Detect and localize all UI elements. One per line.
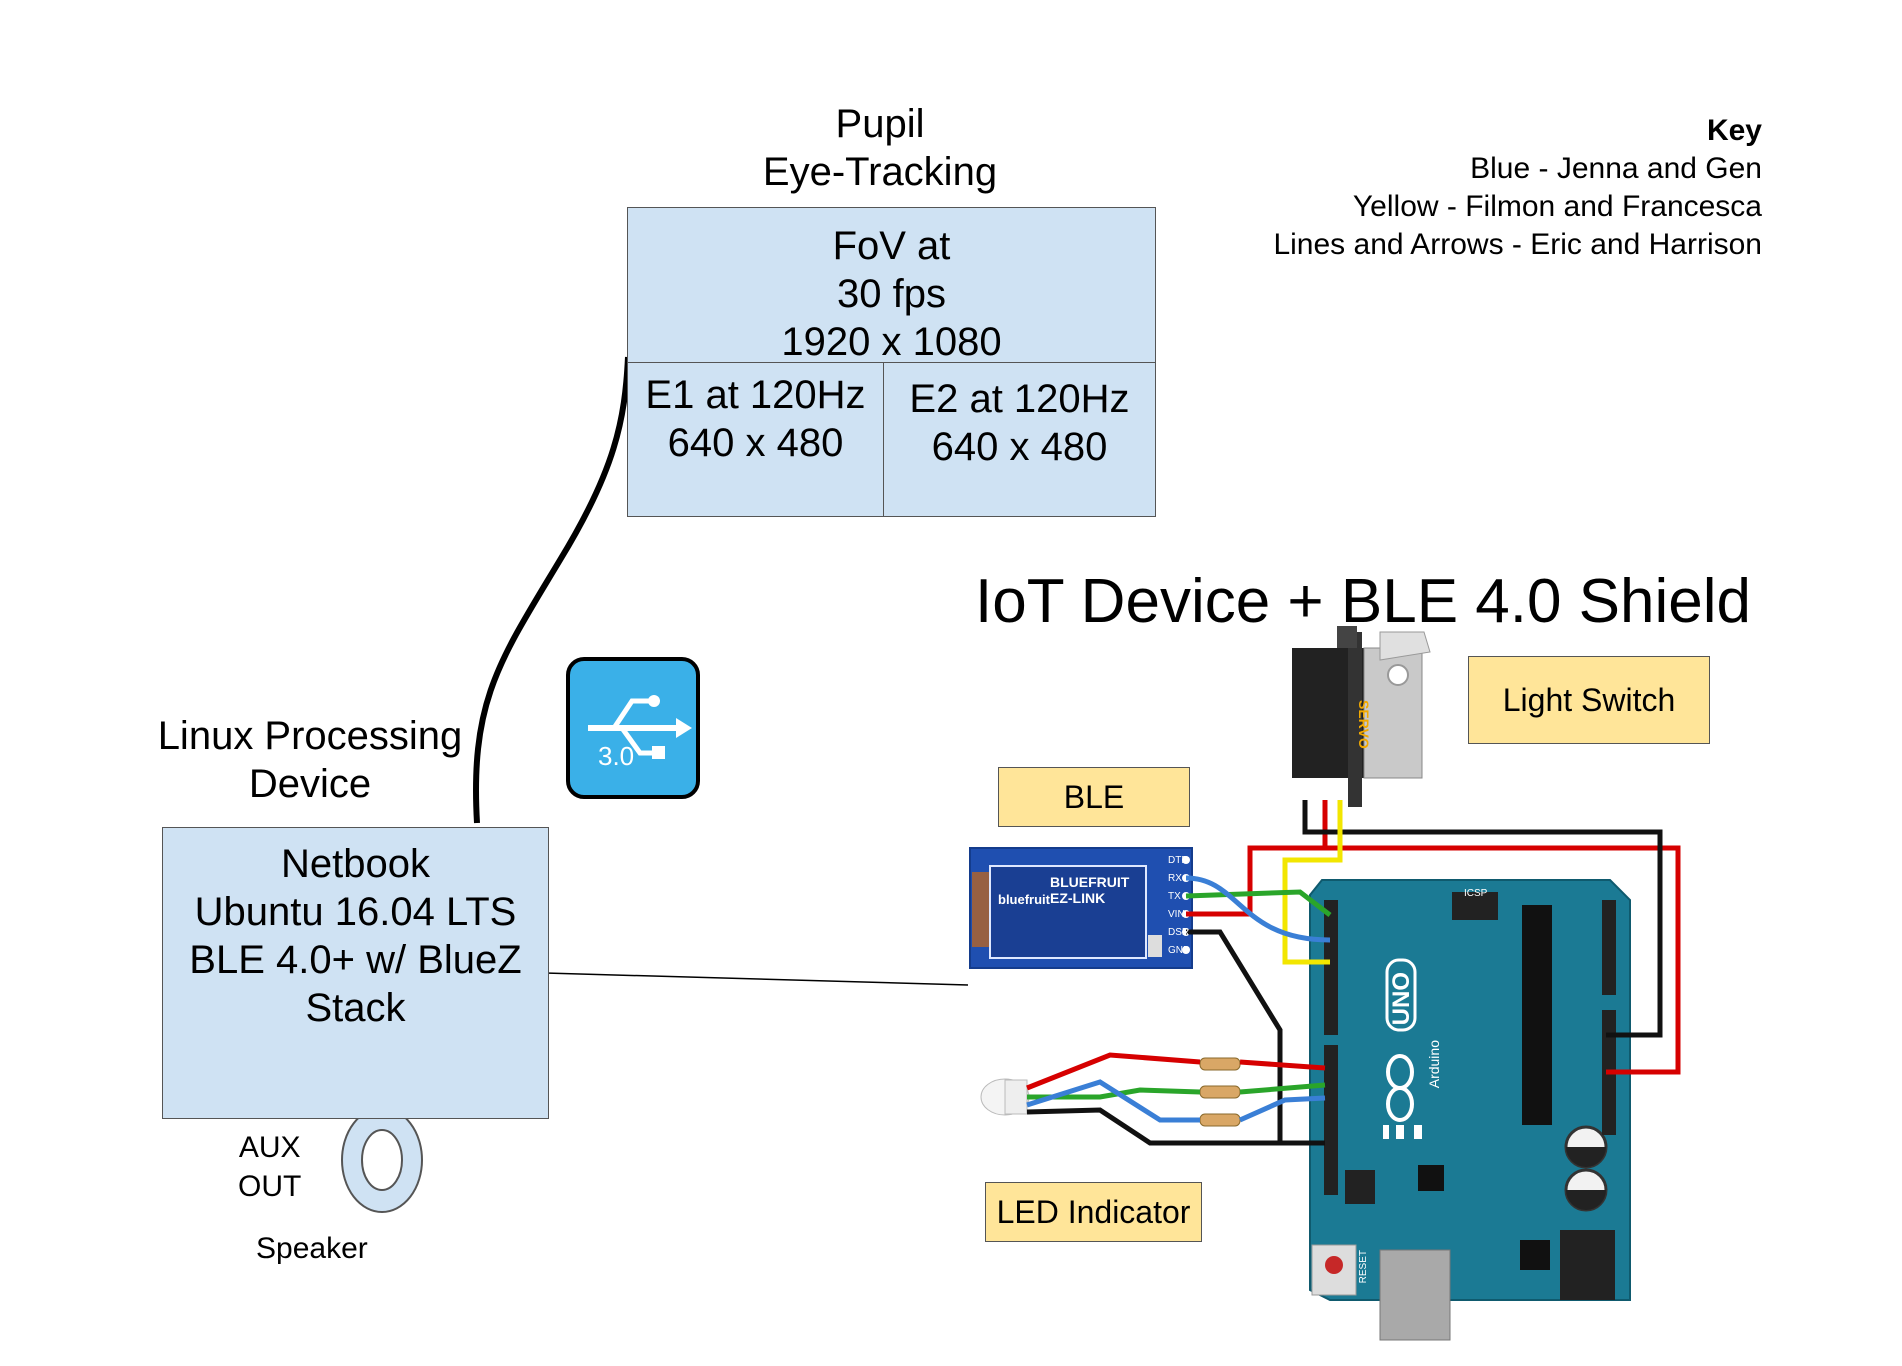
- linux-title-line1: Linux Processing: [157, 714, 463, 758]
- resistor-2: [1199, 1085, 1241, 1099]
- led-wire-red: [1026, 1052, 1326, 1091]
- netbook-box: Netbook Ubuntu 16.04 LTS BLE 4.0+ w/ Blu…: [162, 827, 549, 1119]
- servo-wire-yellow: [1282, 800, 1343, 965]
- fov-section: FoV at 30 fps 1920 x 1080: [628, 208, 1155, 364]
- resistor-1: [1199, 1057, 1241, 1071]
- ble-pin-label: RX: [1168, 873, 1182, 884]
- usb-version: 3.0: [598, 741, 635, 771]
- fov-line2: 30 fps: [837, 272, 946, 316]
- ble-label: BLE: [998, 767, 1190, 827]
- light-switch-label: Light Switch: [1468, 656, 1710, 744]
- eye-cameras: E1 at 120Hz 640 x 480 E2 at 120Hz 640 x …: [628, 363, 1155, 516]
- led-wire-black: [1026, 1107, 1325, 1146]
- ble-wire-blue: [1185, 875, 1331, 943]
- e2-section: E2 at 120Hz 640 x 480: [884, 363, 1155, 516]
- usb-3-icon: 3.0: [566, 657, 700, 799]
- ble-name-line1: BLUEFRUIT: [1050, 874, 1130, 890]
- e1-line1: E1 at 120Hz: [645, 373, 866, 417]
- ble-wire-red: [1186, 845, 1330, 917]
- pupil-title-line2: Eye-Tracking: [762, 150, 998, 194]
- speaker-label: Speaker: [256, 1232, 368, 1265]
- servo-label: SERVO: [1356, 700, 1372, 749]
- iot-title: IoT Device + BLE 4.0 Shield: [975, 567, 1752, 636]
- key-line3: Lines and Arrows - Eric and Harrison: [1273, 228, 1762, 261]
- arduino-model: UNO: [1388, 972, 1415, 1026]
- key-line1: Blue - Jenna and Gen: [1470, 152, 1762, 185]
- key-title: Key: [1706, 114, 1762, 147]
- fov-line1: FoV at: [832, 224, 951, 268]
- e1-section: E1 at 120Hz 640 x 480: [628, 363, 884, 516]
- key-line2: Yellow - Filmon and Francesca: [1352, 190, 1762, 223]
- resistor-3: [1199, 1113, 1241, 1127]
- ble-pin-label: VIN: [1168, 909, 1185, 920]
- fov-line3: 1920 x 1080: [781, 320, 1002, 364]
- arduino-brand: Arduino: [1426, 1040, 1442, 1089]
- arduino-board: [1309, 879, 1631, 1341]
- linux-title: Linux Processing Device: [150, 712, 470, 808]
- rgb-led: [980, 1078, 1030, 1116]
- pupil-title: Pupil Eye-Tracking: [740, 100, 1020, 196]
- servo-wire-black: [1302, 800, 1663, 1038]
- led-indicator-label: LED Indicator: [985, 1182, 1202, 1242]
- netbook-line2: Ubuntu 16.04 LTS: [194, 890, 517, 934]
- arduino-reset-label: RESET: [1358, 1250, 1369, 1284]
- e2-line1: E2 at 120Hz: [909, 377, 1130, 421]
- aux-line2: OUT: [238, 1170, 302, 1203]
- netbook-line4: Stack: [305, 986, 406, 1030]
- linux-title-line2: Device: [248, 762, 372, 806]
- ble-wire-black: [1186, 929, 1283, 1143]
- ble-brand: bluefruit: [998, 892, 1050, 907]
- ble-pin-label: DSR: [1168, 927, 1189, 938]
- ble-name-line2: EZ-LINK: [1050, 890, 1106, 906]
- arduino-icsp-label: ICSP: [1464, 888, 1488, 899]
- aux-out-label: AUX OUT: [238, 1128, 301, 1206]
- usb-trident-icon: [588, 695, 692, 759]
- e2-line2: 640 x 480: [931, 425, 1108, 469]
- key-legend: Key Blue - Jenna and Gen Yellow - Filmon…: [1273, 112, 1762, 264]
- ble-pin-label: TX: [1168, 891, 1181, 902]
- netbook-line3: BLE 4.0+ w/ BlueZ: [189, 938, 522, 982]
- netbook-ble-link: [544, 972, 969, 986]
- ble-module: [969, 847, 1193, 969]
- ble-pin-label: DTR: [1168, 855, 1189, 866]
- aux-line1: AUX: [238, 1131, 301, 1164]
- led-wire-blue: [1026, 1079, 1326, 1123]
- ble-pin-label: GND: [1168, 945, 1190, 956]
- servo-motor: [1292, 626, 1431, 807]
- pupil-title-line1: Pupil: [835, 102, 925, 146]
- usb-cable: [473, 356, 631, 824]
- pupil-box: FoV at 30 fps 1920 x 1080 E1 at 120Hz 64…: [627, 207, 1156, 517]
- netbook-line1: Netbook: [281, 842, 430, 886]
- e1-line2: 640 x 480: [667, 421, 844, 465]
